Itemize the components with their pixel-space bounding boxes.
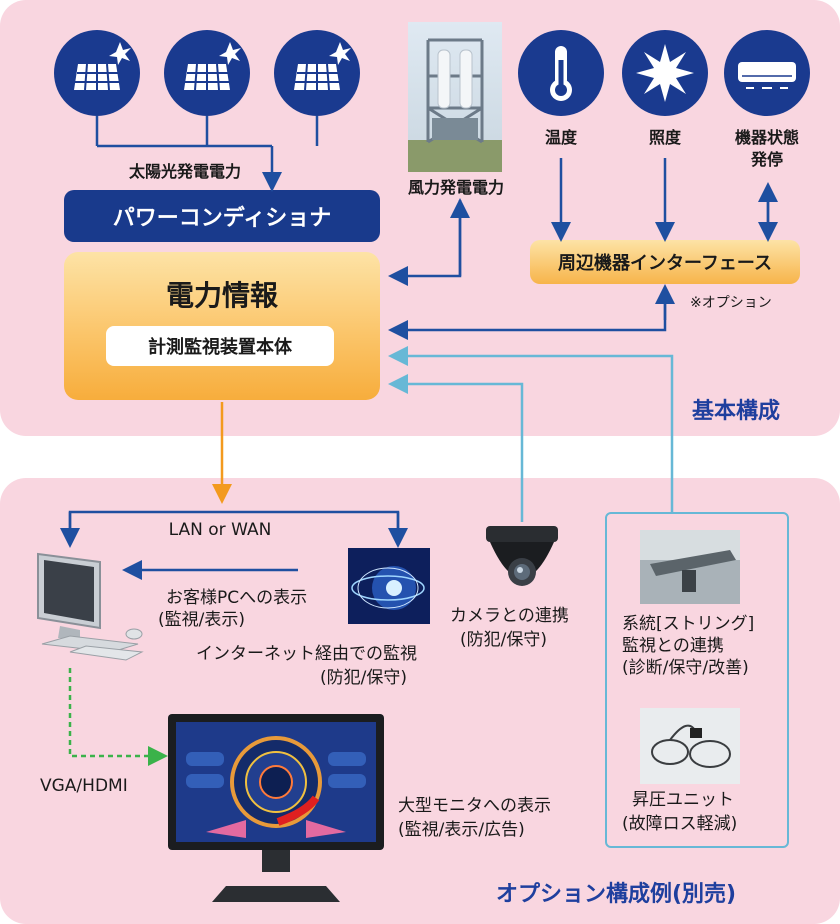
peripheral-interface-box: 周辺機器インターフェース [530,240,800,284]
camera-line2: (防犯/保守) [460,630,547,650]
internet-line1: インターネット経由での監視 [196,644,417,664]
thermometer-icon [518,30,604,116]
solar-panel-icon [54,30,140,116]
computer-icon [30,548,148,678]
wind-label: 風力発電電力 [407,178,504,197]
solar-panel-icon [274,30,360,116]
booster-line2: (故障ロス軽減) [622,814,738,834]
measuring-device-label: 計測監視装置本体 [106,326,334,366]
customer-pc-line2: (監視/表示) [158,610,245,630]
string-monitor-line2: 監視との連携 [622,636,724,656]
solar-panel-icon [164,30,250,116]
string-monitor-image [640,530,740,604]
camera-line1: カメラとの連携 [450,606,569,626]
large-monitor-icon [166,712,386,904]
air-conditioner-icon [724,30,810,116]
option-devices-frame [605,512,789,848]
camera-icon [480,522,564,602]
option-note: ※オプション [690,295,772,311]
customer-pc-line1: お客様PCへの表示 [166,588,308,608]
monitor-line1: 大型モニタへの表示 [398,796,551,816]
sun-icon [622,30,708,116]
lan-wan-label: LAN or WAN [168,520,272,540]
internet-line2: (防犯/保守) [320,668,407,688]
monitor-line2: (監視/表示/広告) [398,820,525,840]
option-config-title: オプション構成例(別売) [496,882,737,907]
device-state-label-2: 発停 [750,150,783,169]
basic-config-title: 基本構成 [692,399,781,424]
illuminance-label: 照度 [648,128,681,147]
device-state-label-1: 機器状態 [734,128,799,147]
booster-line1: 昇圧ユニット [632,790,734,810]
string-monitor-line3: (診断/保守/改善) [622,658,749,678]
temperature-label: 温度 [544,128,577,147]
string-monitor-line1: 系統[ストリング] [622,614,755,634]
booster-unit-image [640,708,740,784]
power-info-title: 電力情報 [165,279,278,312]
vga-hdmi-label: VGA/HDMI [40,776,128,796]
internet-image [348,548,430,624]
solar-label: 太陽光発電電力 [128,162,241,181]
power-conditioner-box: パワーコンディショナ [64,190,380,242]
wind-turbine-image [408,22,502,172]
